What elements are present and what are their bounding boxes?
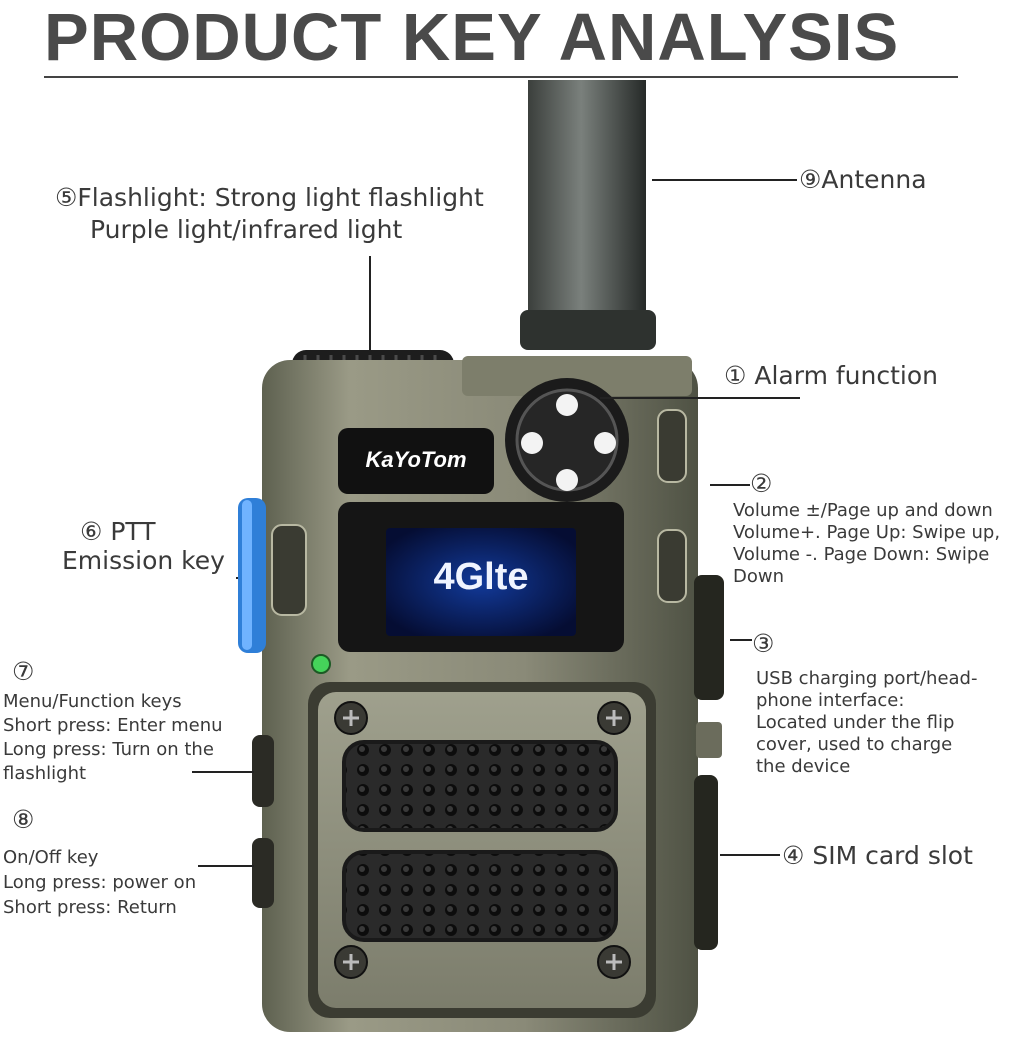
- screen-text: 4Glte: [433, 556, 529, 598]
- label-menu-line2: Short press: Enter menu: [3, 715, 223, 736]
- page-title: PRODUCT KEY ANALYSIS: [44, 0, 900, 75]
- label-ptt-line1: ⑥ PTT: [80, 517, 156, 546]
- label-flashlight-line2: Purple light/infrared light: [90, 215, 403, 244]
- label-antenna: ⑨Antenna: [799, 165, 927, 194]
- antenna: [528, 80, 646, 340]
- label-usb-line5: the device: [756, 756, 851, 777]
- label-usb-line4: cover, used to charge: [756, 734, 953, 755]
- label-usb-line2: phone interface:: [756, 690, 905, 711]
- label-sim: ④ SIM card slot: [782, 841, 973, 870]
- label-onoff-line1: On/Off key: [3, 847, 99, 868]
- label-onoff-line2: Long press: power on: [3, 872, 197, 893]
- label-menu-line1: Menu/Function keys: [3, 691, 182, 712]
- display: [386, 528, 576, 636]
- label-flashlight-line1: ⑤Flashlight: Strong light flashlight: [55, 183, 484, 212]
- label-onoff-num: ⑧: [12, 805, 35, 834]
- label-volume-line3: Volume -. Page Down: Swipe: [733, 544, 990, 565]
- onoff-key: [252, 838, 274, 908]
- label-ptt-line2: Emission key: [62, 546, 225, 575]
- label-usb-line3: Located under the flip: [756, 712, 955, 733]
- label-alarm: ① Alarm function: [724, 361, 938, 390]
- status-led: [311, 654, 331, 674]
- speaker-grille-bottom: [342, 850, 618, 942]
- usb-flap: [694, 575, 724, 700]
- menu-key: [252, 735, 274, 807]
- label-usb-line1: USB charging port/head-: [756, 668, 978, 689]
- label-volume-line4: Down: [733, 566, 785, 587]
- label-volume-line2: Volume+. Page Up: Swipe up,: [733, 522, 1001, 543]
- label-menu-line4: flashlight: [3, 763, 87, 784]
- label-volume-line1: Volume ±/Page up and down: [733, 500, 993, 521]
- label-usb-num: ③: [752, 629, 775, 658]
- speaker-grille-top: [342, 740, 618, 832]
- sim-flap: [694, 775, 718, 950]
- label-volume-num: ②: [750, 469, 773, 498]
- label-menu-line3: Long press: Turn on the: [3, 739, 214, 760]
- brand-logo: KaYoTom: [365, 447, 467, 472]
- label-menu-num: ⑦: [12, 657, 35, 686]
- title-underline: [44, 76, 958, 78]
- label-onoff-line3: Short press: Return: [3, 897, 177, 918]
